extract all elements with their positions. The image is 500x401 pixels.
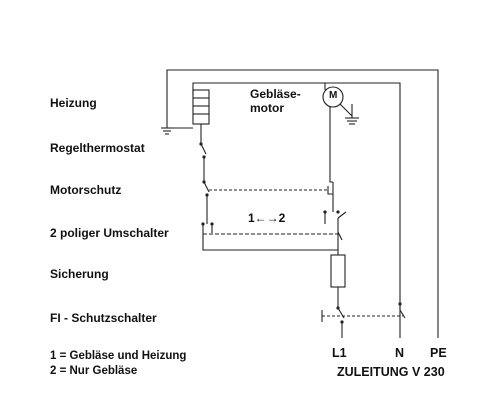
motor-protection-contact-left	[203, 181, 210, 224]
blower-motor	[322, 83, 353, 117]
label-regelthermostat: Regelthermostat	[50, 141, 145, 155]
label-motorschutz: Motorschutz	[50, 183, 122, 197]
heater-element	[192, 89, 210, 137]
label-fi-schutzschalter: FI - Schutzschalter	[50, 311, 157, 325]
motor-ground-symbol	[345, 104, 359, 125]
n-conductor	[192, 82, 401, 338]
label-heizung: Heizung	[50, 96, 97, 110]
rcd-switch	[321, 300, 406, 338]
changeover-switch	[202, 211, 347, 251]
terminal-pe: PE	[430, 346, 447, 360]
terminal-n: N	[395, 346, 405, 360]
motor-symbol: M	[329, 90, 338, 101]
fuse	[330, 250, 346, 300]
supply-label: ZULEITUNG V 230	[337, 365, 445, 379]
terminal-l1: L1	[332, 346, 347, 360]
label-motor-line2: motor	[250, 101, 284, 115]
switch-positions: 1←→2	[248, 211, 286, 225]
legend-item-1: 1 = Gebläse und Heizung	[50, 350, 187, 362]
motor-protection-contact-right	[327, 107, 334, 212]
label-umschalter: 2 poliger Umschalter	[50, 226, 169, 240]
junction-dots	[199, 142, 402, 324]
label-sicherung: Sicherung	[50, 267, 109, 281]
heater-ground-symbol	[161, 127, 193, 135]
pe-conductor	[166, 69, 439, 338]
legend-item-2: 2 = Nur Gebläse	[50, 365, 138, 377]
label-motor-line1: Gebläse-	[250, 87, 301, 101]
